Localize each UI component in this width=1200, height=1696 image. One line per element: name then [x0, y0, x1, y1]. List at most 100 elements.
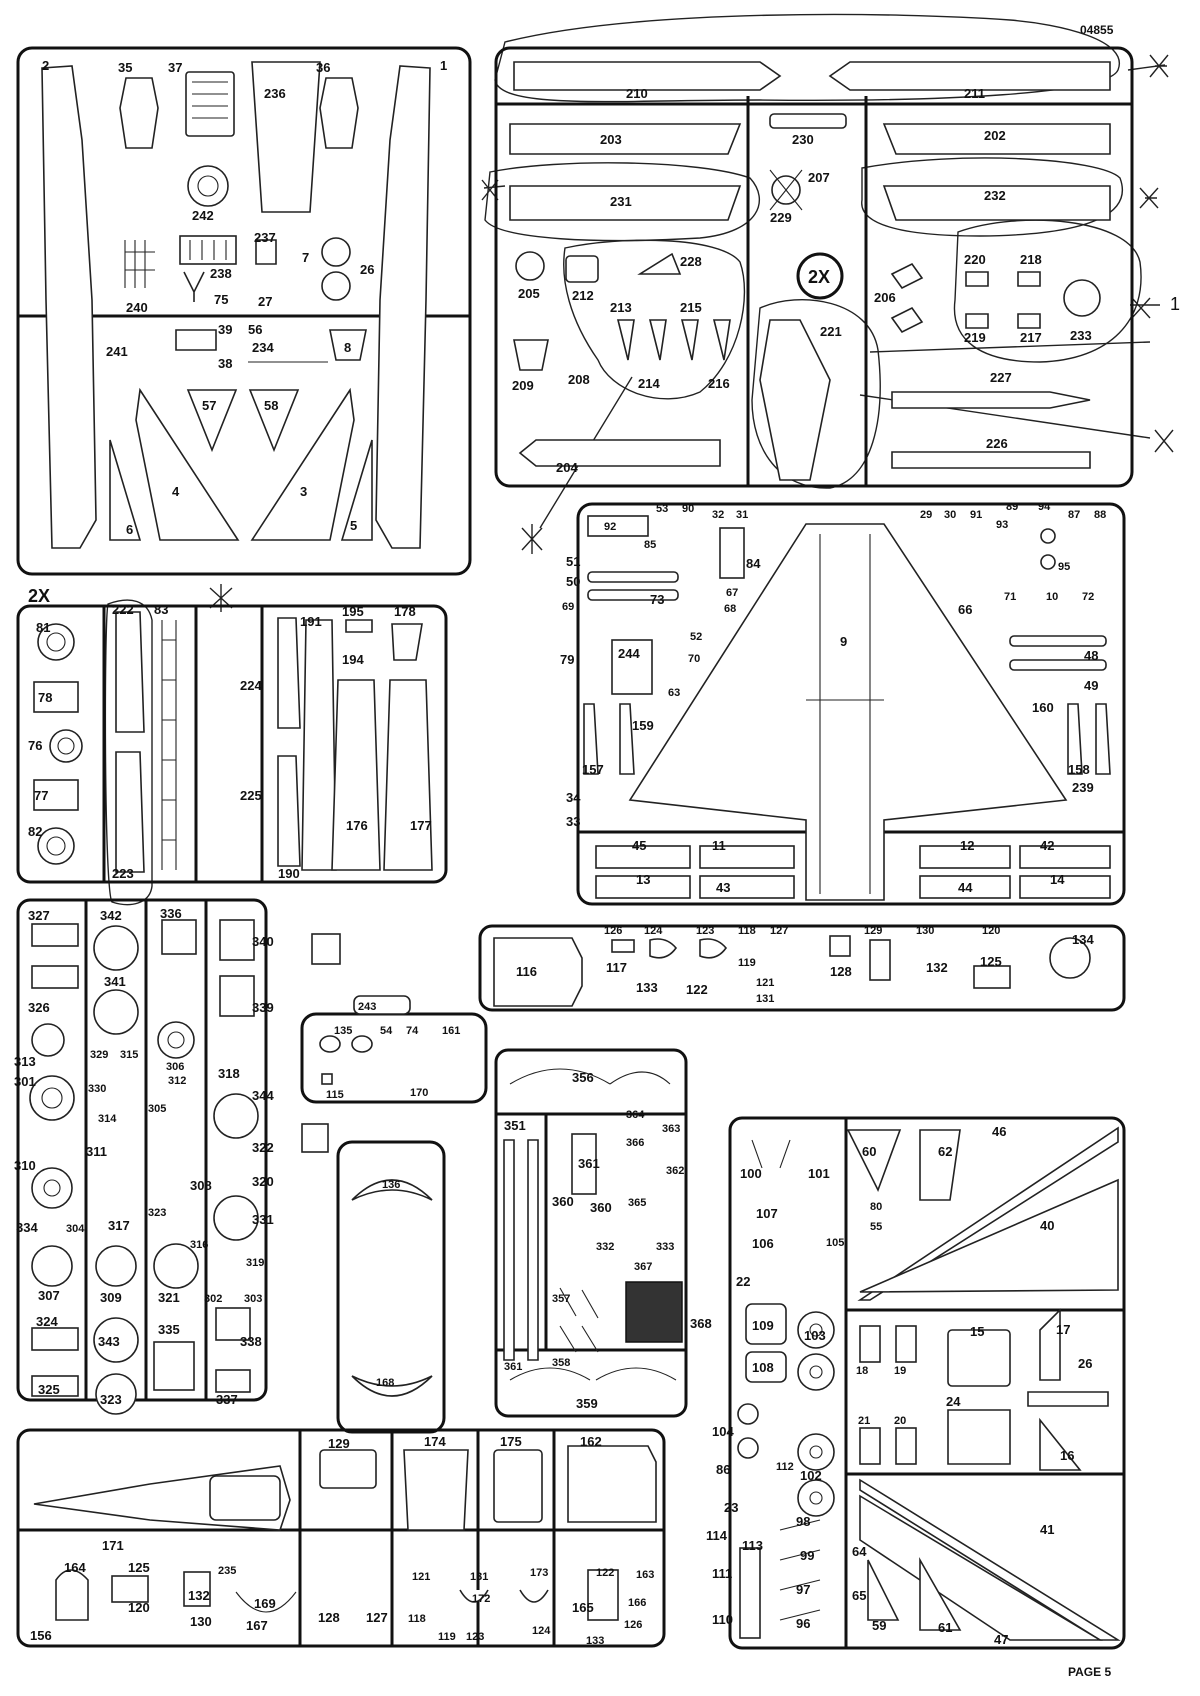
sprue-frame-f: 327 342 336 340 341 339 326 329 315 313 …: [14, 898, 274, 1415]
part-13-label: 13: [636, 872, 650, 887]
part-310-label: 310: [14, 1158, 36, 1173]
part-206-label: 206: [874, 290, 896, 305]
part-126-label: 126: [604, 925, 622, 937]
part-195-label: 195: [342, 604, 364, 619]
part-1-label: 1: [440, 58, 447, 73]
part-175-label: 175: [500, 1434, 522, 1449]
part-83-label: 83: [154, 602, 168, 617]
part-57-label: 57: [202, 398, 216, 413]
part-173-label: 173: [530, 1567, 548, 1579]
part-132-label: 132: [926, 960, 948, 975]
part-211-label: 211: [964, 86, 985, 101]
part-73-label: 73: [650, 592, 664, 607]
part-47-label: 47: [994, 1632, 1008, 1647]
part-307-label: 307: [38, 1288, 60, 1303]
part-333-label: 333: [656, 1241, 674, 1253]
sprue-frame-d: 53 90 32 31 29 30 91 89 94 87 88 92 85 9…: [560, 501, 1126, 906]
part-323b-label: 323: [100, 1392, 122, 1407]
part-6-label: 6: [126, 522, 133, 537]
part-321-label: 321: [158, 1290, 180, 1305]
part-221-label: 221: [820, 324, 842, 339]
part-351-label: 351: [504, 1118, 526, 1133]
part-238-label: 238: [210, 266, 232, 281]
part-339-label: 339: [252, 1000, 274, 1015]
part-361-label: 361: [578, 1156, 600, 1171]
margin-annotation: 1: [1170, 294, 1180, 314]
part-360-label: 360: [552, 1194, 574, 1209]
part-134-label: 134: [1072, 932, 1094, 947]
part-127b-label: 127: [366, 1610, 388, 1625]
part-305-label: 305: [148, 1103, 166, 1115]
part-31-label: 31: [736, 509, 748, 521]
part-344-label: 344: [252, 1088, 274, 1103]
part-331-label: 331: [252, 1212, 274, 1227]
sprue-frame-e: 126 124 123 118 127 129 130 120 134 116 …: [478, 924, 1126, 1012]
part-121b-label: 121: [412, 1571, 430, 1583]
part-29-label: 29: [920, 509, 932, 521]
part-306-label: 306: [166, 1061, 184, 1073]
part-15-label: 15: [970, 1324, 984, 1339]
part-323-label: 323: [148, 1207, 166, 1219]
part-90-label: 90: [682, 503, 694, 515]
part-24-label: 24: [946, 1394, 961, 1409]
part-118b-label: 118: [408, 1613, 426, 1625]
part-22-label: 22: [736, 1274, 750, 1289]
part-167-label: 167: [246, 1618, 268, 1633]
part-62-label: 62: [938, 1144, 952, 1159]
part-205-label: 205: [518, 286, 540, 301]
part-235-label: 235: [218, 1565, 236, 1577]
part-216-label: 216: [708, 376, 730, 391]
part-334-label: 334: [16, 1220, 38, 1235]
part-117-label: 117: [606, 960, 627, 975]
part-301-label: 301: [14, 1074, 36, 1089]
part-326-label: 326: [28, 1000, 50, 1015]
part-23-label: 23: [724, 1500, 738, 1515]
part-364-label: 364: [626, 1109, 645, 1121]
part-357-label: 357: [552, 1293, 570, 1305]
part-124-label: 124: [644, 925, 663, 937]
part-98-label: 98: [796, 1514, 810, 1529]
part-313-label: 313: [14, 1054, 36, 1069]
part-123b-label: 123: [466, 1631, 484, 1643]
part-97-label: 97: [796, 1582, 810, 1597]
part-239-label: 239: [1072, 780, 1094, 795]
part-48-label: 48: [1084, 648, 1098, 663]
part-53-label: 53: [656, 503, 668, 515]
sprue-frame-i: 60 62 46 100 101 80 55 40 107 106 105 22…: [706, 1116, 1126, 1650]
part-320-label: 320: [252, 1174, 274, 1189]
part-26-label: 26: [360, 262, 374, 277]
part-51-label: 51: [566, 554, 580, 569]
part-168-label: 168: [376, 1377, 394, 1389]
part-231-label: 231: [610, 194, 632, 209]
part-100-label: 100: [740, 1166, 762, 1181]
part-94-label: 94: [1038, 501, 1051, 513]
part-120b-label: 120: [128, 1600, 150, 1615]
part-109-label: 109: [752, 1318, 774, 1333]
part-127-label: 127: [770, 925, 788, 937]
part-71-label: 71: [1004, 591, 1016, 603]
sprue-frame-a: 2 35 37 236 36 1 242 237 7 26 238 75 240…: [16, 46, 472, 576]
part-164-label: 164: [64, 1560, 86, 1575]
part-368-label: 368: [690, 1316, 712, 1331]
part-9-label: 9: [840, 634, 847, 649]
part-118-label: 118: [738, 925, 756, 937]
part-240-label: 240: [126, 300, 148, 315]
part-121-label: 121: [756, 977, 774, 989]
part-125-label: 125: [980, 954, 1002, 969]
hand-annotations: [104, 13, 1174, 906]
part-116-label: 116: [516, 964, 537, 979]
part-177-label: 177: [410, 818, 432, 833]
part-191-label: 191: [300, 614, 322, 629]
part-363-label: 363: [662, 1123, 680, 1135]
part-87-label: 87: [1068, 509, 1080, 521]
part-124b-label: 124: [532, 1625, 551, 1637]
part-101-label: 101: [808, 1166, 830, 1181]
part-129-label: 129: [864, 925, 882, 937]
part-52-label: 52: [690, 631, 702, 643]
page-number: PAGE 5: [1068, 1665, 1112, 1679]
part-302-label: 302: [204, 1293, 222, 1305]
part-223-label: 223: [112, 866, 134, 881]
part-19-label: 19: [894, 1365, 906, 1377]
part-366-label: 366: [626, 1137, 644, 1149]
